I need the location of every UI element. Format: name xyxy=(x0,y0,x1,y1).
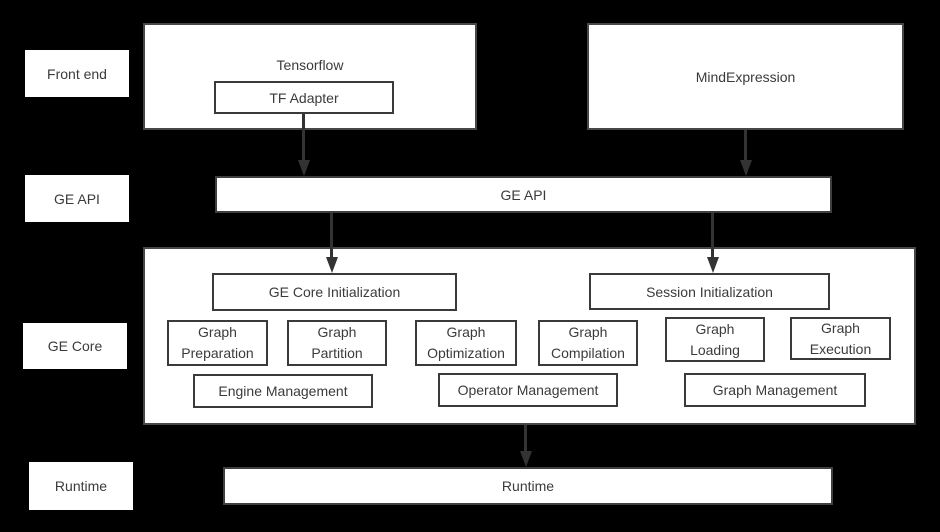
arrow-ge-api-to-session-init-icon xyxy=(706,213,719,273)
arrow-ge-core-to-runtime-icon xyxy=(519,425,532,467)
arrow-stem xyxy=(330,213,333,257)
tf-adapter-box: TF Adapter xyxy=(214,81,394,114)
operator-management-box: Operator Management xyxy=(438,373,618,407)
arrow-stem xyxy=(302,114,305,160)
graph-management-box: Graph Management xyxy=(684,373,866,407)
graph-compilation-box: Graph Compilation xyxy=(538,320,638,366)
arrow-head-icon xyxy=(739,160,752,176)
arrow-head-icon xyxy=(325,257,338,273)
runtime-bar: Runtime xyxy=(223,467,833,505)
arrow-tf-adapter-to-ge-api-icon xyxy=(297,114,310,176)
arrow-stem xyxy=(711,213,714,257)
side-label-ge-api: GE API xyxy=(25,175,129,222)
side-label-front-end: Front end xyxy=(25,50,129,97)
graph-partition-box: Graph Partition xyxy=(287,320,387,366)
arrow-ge-api-to-ge-core-init-icon xyxy=(325,213,338,273)
side-label-ge-core: GE Core xyxy=(23,323,127,369)
graph-loading-box: Graph Loading xyxy=(665,317,765,362)
graph-execution-box: Graph Execution xyxy=(790,317,891,360)
engine-management-box: Engine Management xyxy=(193,374,373,408)
graph-preparation-box: Graph Preparation xyxy=(167,320,268,366)
side-label-runtime: Runtime xyxy=(29,462,133,510)
arrow-mindexpression-to-ge-api-icon xyxy=(739,130,752,176)
mindexpression-box: MindExpression xyxy=(587,23,904,130)
arrow-head-icon xyxy=(297,160,310,176)
arrow-head-icon xyxy=(706,257,719,273)
session-initialization-box: Session Initialization xyxy=(589,273,830,310)
arrow-head-icon xyxy=(519,451,532,467)
arrow-stem xyxy=(744,130,747,160)
ge-core-initialization-box: GE Core Initialization xyxy=(212,273,457,311)
tensorflow-label: Tensorflow xyxy=(276,57,344,73)
ge-api-bar: GE API xyxy=(215,176,832,213)
arrow-stem xyxy=(524,425,527,451)
graph-optimization-box: Graph Optimization xyxy=(415,320,517,366)
